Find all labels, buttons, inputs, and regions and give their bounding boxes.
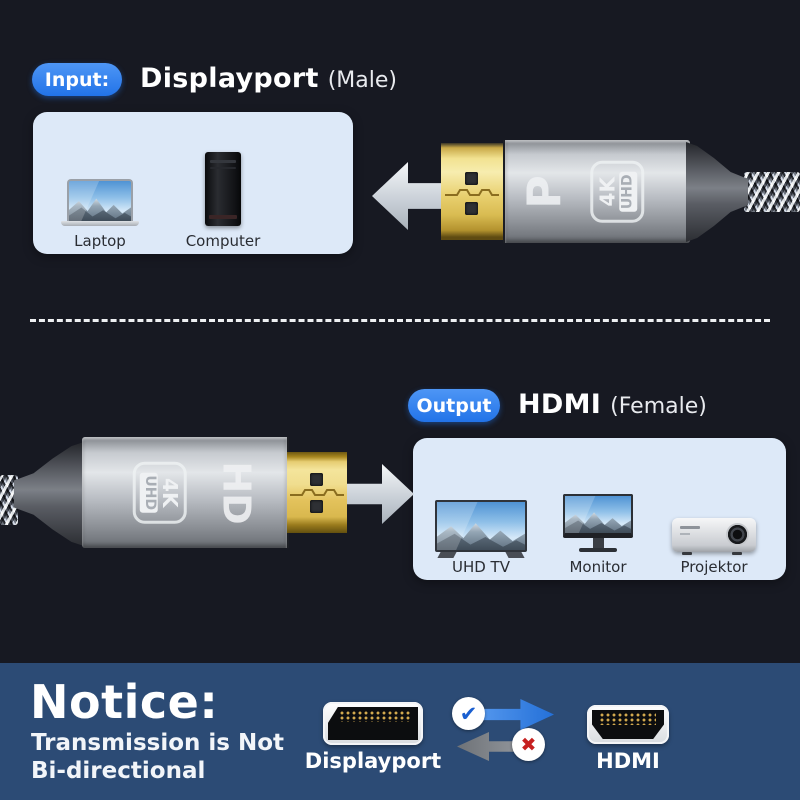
- input-title-sub: (Male): [327, 68, 397, 93]
- hdmi-connector-body: 4K UHD HD: [82, 437, 289, 548]
- input-badge: Input:: [32, 63, 122, 96]
- laptop-icon: [61, 134, 139, 226]
- badge-uhd-text: UHD: [619, 171, 637, 212]
- device-monitor: Monitor: [553, 460, 643, 576]
- output-devices-panel: UHD TV Monitor Projektor: [413, 438, 786, 580]
- hdmi-port-icon: [587, 705, 669, 744]
- projector-icon: [672, 460, 756, 555]
- hdmi-port-label: HDMI: [596, 749, 660, 773]
- braided-cable-output: [0, 475, 18, 525]
- notice-line2: Bi-directional: [31, 758, 206, 785]
- output-badge: Output: [408, 389, 500, 422]
- displayport-logo: P: [517, 174, 571, 209]
- projector-label: Projektor: [680, 558, 748, 576]
- uhd-4k-badge-output: 4K UHD: [124, 437, 196, 548]
- device-projector: Projektor: [659, 460, 769, 576]
- section-divider: [30, 319, 770, 322]
- notice-title: Notice:: [30, 675, 219, 729]
- displayport-port-label: Displayport: [304, 749, 442, 773]
- badge-uhd-text: UHD: [140, 472, 158, 513]
- cable-strain-relief-output: [14, 442, 84, 546]
- badge-4k-text: 4K: [595, 176, 620, 207]
- uhd-4k-badge: 4K UHD: [581, 140, 653, 243]
- input-devices-panel: Laptop Computer: [33, 112, 353, 254]
- hdmi-plug: [287, 452, 347, 533]
- uhd-tv-label: UHD TV: [451, 558, 510, 576]
- hd-logo: HD: [215, 460, 260, 525]
- cross-icon: ✖: [512, 728, 545, 761]
- laptop-label: Laptop: [74, 232, 126, 250]
- computer-tower-icon: [205, 134, 241, 226]
- braided-cable: [744, 172, 800, 212]
- computer-label: Computer: [185, 232, 261, 250]
- monitor-icon: [563, 460, 633, 552]
- monitor-label: Monitor: [569, 558, 627, 576]
- output-title-main: HDMI: [518, 389, 602, 420]
- device-laptop: Laptop: [57, 134, 143, 250]
- displayport-plug: [441, 143, 503, 240]
- device-computer: Computer: [175, 134, 271, 250]
- displayport-port-icon: [323, 702, 423, 745]
- displayport-connector-body: P 4K UHD: [503, 140, 690, 243]
- input-title: Displayport (Male): [140, 63, 397, 94]
- input-title-main: Displayport: [140, 63, 319, 94]
- uhd-tv-icon: [435, 460, 527, 558]
- output-title-sub: (Female): [610, 394, 707, 419]
- device-uhd-tv: UHD TV: [429, 460, 533, 576]
- notice-line1: Transmission is Not: [31, 730, 285, 756]
- badge-4k-text: 4K: [157, 477, 182, 508]
- notice-text: Transmission is Not Bi-directional: [31, 729, 284, 785]
- check-icon: ✔: [452, 697, 485, 730]
- cable-strain-relief: [686, 142, 748, 242]
- output-title: HDMI (Female): [518, 389, 707, 420]
